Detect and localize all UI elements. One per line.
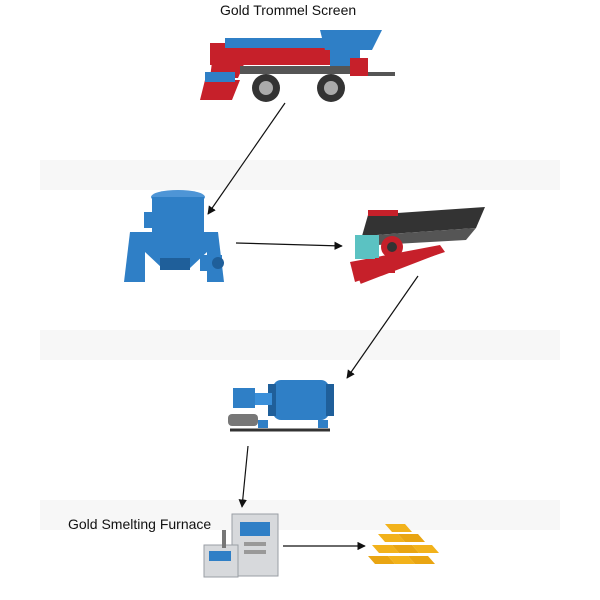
ball-mill-icon — [228, 380, 334, 432]
trommel-screen-icon — [200, 30, 395, 102]
furnace-label: Gold Smelting Furnace — [68, 516, 212, 532]
arrow-mill-to-furnace — [238, 445, 249, 508]
gold-bars-icon — [368, 524, 439, 564]
smelting-furnace-icon — [203, 513, 279, 578]
trommel-label: Gold Trommel Screen — [220, 2, 357, 18]
shaking-table-icon — [350, 207, 485, 284]
background-band — [40, 160, 560, 190]
arrow-table-to-mill — [346, 275, 419, 379]
background-band — [40, 330, 560, 360]
arrow-concentrator-to-table — [235, 241, 343, 250]
arrow-trommel-to-concentrator — [207, 102, 286, 215]
background-band — [40, 500, 560, 530]
centrifugal-concentrator-icon — [124, 190, 224, 282]
